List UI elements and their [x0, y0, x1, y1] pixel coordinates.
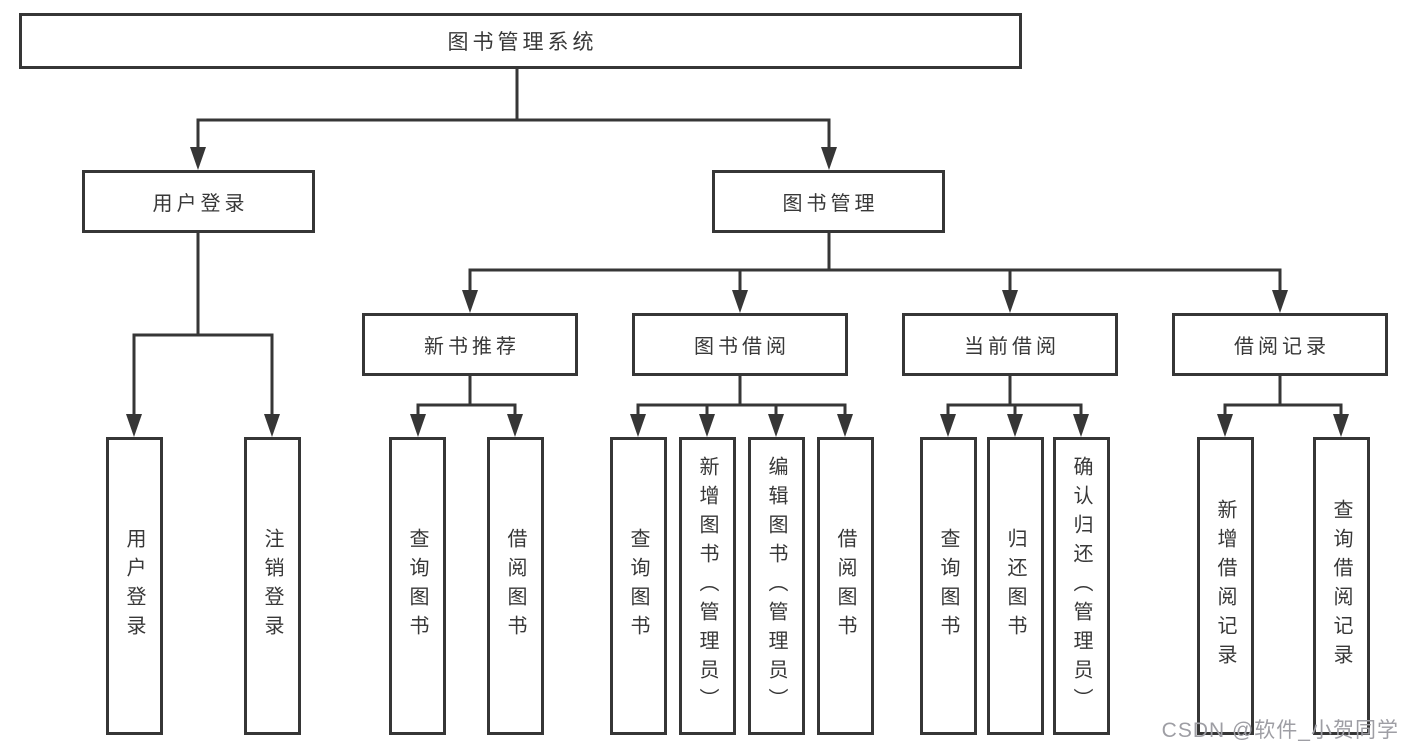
- arrowhead: [190, 147, 206, 170]
- arrowhead: [699, 414, 715, 437]
- leaf-label: 归还图书: [1004, 528, 1026, 644]
- arrowhead: [1007, 414, 1023, 437]
- watermark: CSDN @软件_小贺同学: [1161, 719, 1399, 742]
- leaf-add-books-admin: 新增图书（管理员）: [679, 437, 736, 735]
- connector-current-borrow: [946, 374, 1083, 420]
- leaf-label: 确认归还（管理员）: [1070, 455, 1092, 717]
- leaf-return-books: 归还图书: [987, 437, 1044, 735]
- arrowhead: [1217, 414, 1233, 437]
- leaf-borrow-books: 借阅图书: [817, 437, 874, 735]
- arrowhead: [1272, 290, 1288, 313]
- connector-root: [196, 67, 831, 152]
- leaf-label: 借阅图书: [504, 528, 526, 644]
- arrowhead: [1333, 414, 1349, 437]
- node-new-book-recommendation: 新书推荐: [362, 313, 578, 376]
- leaf-label: 查询图书: [406, 528, 428, 644]
- connector-book-borrow: [636, 374, 847, 420]
- node-library-system: 图书管理系统: [19, 13, 1022, 69]
- node-borrowing-records: 借阅记录: [1172, 313, 1388, 376]
- leaf-label: 新增借阅记录: [1214, 499, 1236, 673]
- leaf-query-books-current: 查询图书: [920, 437, 977, 735]
- leaf-label: 查询借阅记录: [1330, 499, 1352, 673]
- connector-book-mgmt: [468, 231, 1282, 296]
- arrowhead: [732, 290, 748, 313]
- arrowhead: [410, 414, 426, 437]
- leaf-edit-books-admin: 编辑图书（管理员）: [748, 437, 805, 735]
- arrowhead: [462, 290, 478, 313]
- leaf-query-borrow-record: 查询借阅记录: [1313, 437, 1370, 735]
- leaf-query-books-rec: 查询图书: [389, 437, 446, 735]
- leaf-confirm-return-admin: 确认归还（管理员）: [1053, 437, 1110, 735]
- leaf-label: 查询图书: [937, 528, 959, 644]
- node-book-management: 图书管理: [712, 170, 945, 233]
- leaf-label: 编辑图书（管理员）: [765, 455, 787, 717]
- connector-new-book-rec: [416, 374, 517, 420]
- leaf-user-login: 用户登录: [106, 437, 163, 735]
- leaf-label: 新增图书（管理员）: [696, 455, 718, 717]
- node-user-login: 用户登录: [82, 170, 315, 233]
- leaf-label: 查询图书: [627, 528, 649, 644]
- arrowhead: [940, 414, 956, 437]
- leaf-add-borrow-record: 新增借阅记录: [1197, 437, 1254, 735]
- leaf-label: 注销登录: [261, 528, 283, 644]
- leaf-query-books-borrow: 查询图书: [610, 437, 667, 735]
- node-current-borrowing: 当前借阅: [902, 313, 1118, 376]
- leaf-borrow-books-rec: 借阅图书: [487, 437, 544, 735]
- arrowhead: [768, 414, 784, 437]
- leaf-label: 用户登录: [123, 528, 145, 644]
- arrowhead: [630, 414, 646, 437]
- leaf-logout: 注销登录: [244, 437, 301, 735]
- arrowhead: [837, 414, 853, 437]
- leaf-label: 借阅图书: [834, 528, 856, 644]
- arrowhead: [264, 414, 280, 437]
- connector-user-login: [132, 231, 274, 420]
- arrowhead: [1073, 414, 1089, 437]
- arrowhead: [507, 414, 523, 437]
- arrowhead: [821, 147, 837, 170]
- arrowhead: [1002, 290, 1018, 313]
- connector-borrow-record: [1223, 374, 1343, 420]
- node-book-borrowing: 图书借阅: [632, 313, 848, 376]
- arrowhead: [126, 414, 142, 437]
